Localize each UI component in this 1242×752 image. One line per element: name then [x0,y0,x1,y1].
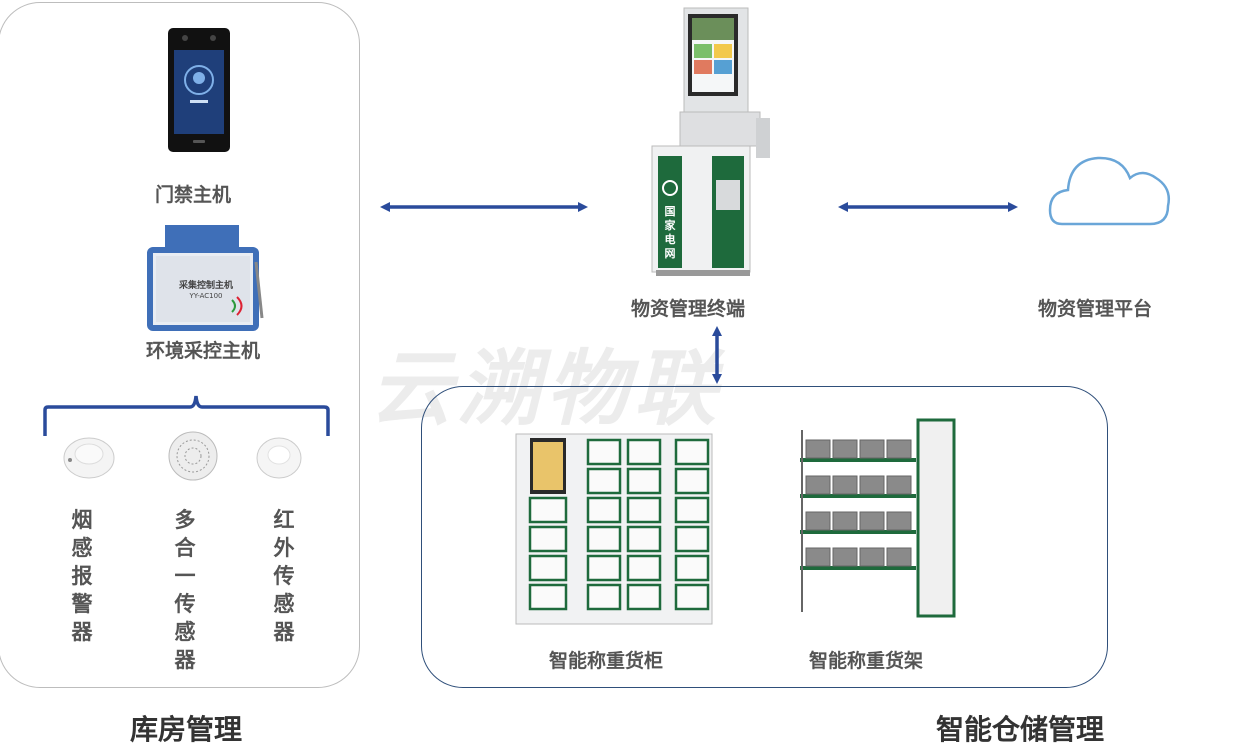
shelf-bin [886,439,912,459]
platform-label: 物资管理平台 [1038,298,1153,320]
cabinet-door [586,583,622,611]
shelf-bin [886,511,912,531]
cabinet-door [586,438,622,466]
cabinet-door [626,525,662,553]
sensor-label-smoke: 烟感报警器 [71,508,93,644]
terminal-brand-1: 国 [665,205,676,218]
cabinet-label: 智能称重货柜 [549,650,664,672]
shelf-bin [832,511,858,531]
cabinet-door [528,583,568,611]
cabinet-door [626,438,662,466]
cabinet-door [626,583,662,611]
access-host-label: 门禁主机 [155,184,232,206]
cabinet-screen-ui [533,442,563,490]
shelf-bin [859,511,885,531]
terminal-brand-3: 电 [665,232,676,246]
cabinet-door [674,467,710,495]
cabinet-door [674,554,710,582]
shelf-bin [832,475,858,495]
shelf-bin [832,547,858,567]
cabinet-door [674,583,710,611]
sensor-bracket [43,395,330,436]
cabinet-door [586,525,622,553]
smoke-detector-device [63,437,115,479]
shelf-bin [805,511,831,531]
warehouse-panel [0,2,360,688]
terminal-kiosk [651,7,770,276]
shelf-bin [805,439,831,459]
shelf-bin [859,547,885,567]
sensor-label-multi: 多合一传感器 [174,508,196,672]
cabinet-door [528,554,568,582]
env-host-label: 环境采控主机 [146,340,261,362]
terminal-label: 物资管理终端 [631,298,746,320]
section-title-warehouse: 库房管理 [130,713,243,746]
cabinet-door [674,438,710,466]
shelf-bin [886,475,912,495]
env-device-text: 采集控制主机 [178,281,233,291]
shelf-label: 智能称重货架 [809,650,924,672]
smart-shelf-device [800,418,956,618]
shelf-bin [805,547,831,567]
cabinet-door [674,525,710,553]
cabinet-door [586,467,622,495]
section-title-smart-storage: 智能仓储管理 [936,713,1105,746]
shelf-side-panel [916,418,956,618]
shelf-bin [859,439,885,459]
cabinet-door [626,496,662,524]
infrared-sensor-device [256,437,302,479]
multi-sensor-device [168,431,218,481]
smart-storage-panel [421,386,1108,688]
cabinet-door [674,496,710,524]
shelf-bin [805,475,831,495]
cloud-icon [1048,156,1170,226]
cabinet-door [626,467,662,495]
shelf-bin [859,475,885,495]
access-control-device [168,28,230,152]
smart-cabinet-device [515,433,713,625]
terminal-brand-4: 网 [665,247,676,260]
env-device-model: YY-AC100 [189,292,223,300]
terminal-brand-2: 家 [665,218,677,232]
sensor-label-infrared: 红外传感器 [273,508,295,644]
cabinet-door [586,554,622,582]
cabinet-door [626,554,662,582]
shelf-bin [886,547,912,567]
shelf-bin [832,439,858,459]
cabinet-door [528,525,568,553]
cabinet-door [528,496,568,524]
cabinet-door [586,496,622,524]
env-control-device [147,225,264,331]
